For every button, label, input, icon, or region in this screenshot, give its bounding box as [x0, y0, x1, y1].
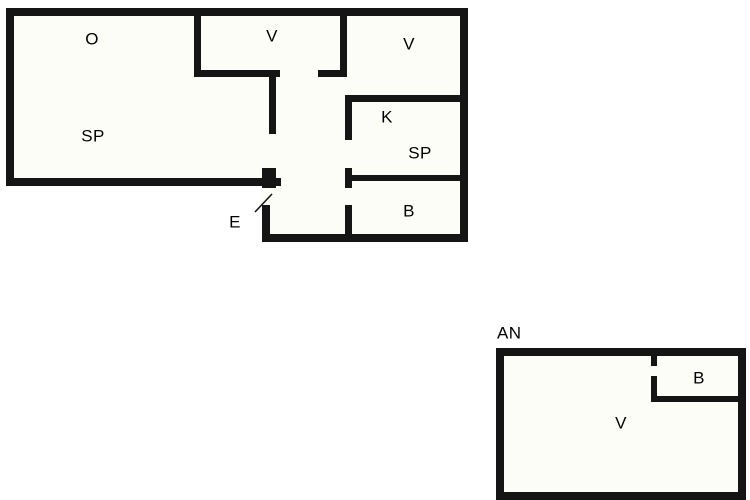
main-building: O SP V V K SP B E	[6, 8, 468, 242]
annex-exterior-wall-left	[496, 348, 504, 500]
annex-partition-wall-b-top-stub	[651, 352, 657, 366]
room-label-sp-right: SP	[408, 143, 431, 162]
room-label-v-annex: V	[615, 413, 627, 432]
annex-exterior-wall-right	[738, 348, 746, 500]
corridor-wall-east-upper	[345, 95, 352, 140]
partition-wall-v-south	[194, 70, 280, 77]
annex-partition-wall-b-vertical	[651, 376, 657, 400]
exterior-wall-bottom-lower-wing	[262, 234, 468, 242]
room-label-sp-left: SP	[81, 126, 104, 145]
partition-wall-v-right-south	[345, 95, 463, 102]
exterior-wall-top	[6, 8, 468, 16]
corridor-wall-east-middle-stub	[345, 168, 352, 188]
annex-building-label: AN	[497, 323, 521, 342]
room-label-k: K	[381, 107, 393, 126]
room-label-o: O	[85, 29, 99, 48]
exterior-wall-left	[6, 8, 14, 186]
annex-labels: AN V B	[497, 323, 705, 432]
partition-wall-sp-stub	[269, 70, 276, 134]
annex-interior-walls	[651, 352, 743, 402]
exterior-wall-bottom-left-wing	[6, 178, 281, 186]
partition-wall-sp-b	[352, 175, 463, 181]
room-label-v-upper-right: V	[403, 34, 415, 53]
main-building-outer-walls	[6, 8, 468, 242]
main-building-interior-walls	[194, 8, 463, 242]
room-label-b-main: B	[403, 201, 415, 220]
room-label-e-entrance: E	[229, 212, 241, 231]
entrance-door-swing-line	[254, 193, 273, 213]
corridor-wall-east-lower	[345, 205, 352, 242]
main-lower-floor-area	[262, 178, 468, 242]
annex-exterior-wall-top	[496, 348, 746, 356]
annex-partition-wall-b-horizontal	[651, 396, 743, 402]
partition-wall-o-v	[194, 8, 201, 76]
exterior-wall-right	[460, 8, 468, 242]
main-building-floor-fill	[6, 8, 468, 242]
corridor-wall-west-stub	[269, 168, 276, 188]
main-building-room-labels: O SP V V K SP B E	[81, 26, 431, 231]
annex-outer-walls	[496, 348, 746, 500]
corridor-wall-upper-left-stub	[318, 70, 340, 77]
exterior-wall-lower-wing-left-stub	[262, 168, 270, 188]
partition-wall-v-right-west	[340, 8, 347, 77]
annex-exterior-wall-bottom	[496, 492, 746, 500]
room-label-b-annex: B	[693, 368, 705, 387]
annex-building: AN V B	[496, 323, 746, 500]
room-label-v-upper-middle: V	[266, 26, 278, 45]
entrance-door	[254, 193, 273, 213]
exterior-wall-lower-wing-left	[262, 205, 270, 242]
annex-floor-area	[496, 348, 746, 500]
